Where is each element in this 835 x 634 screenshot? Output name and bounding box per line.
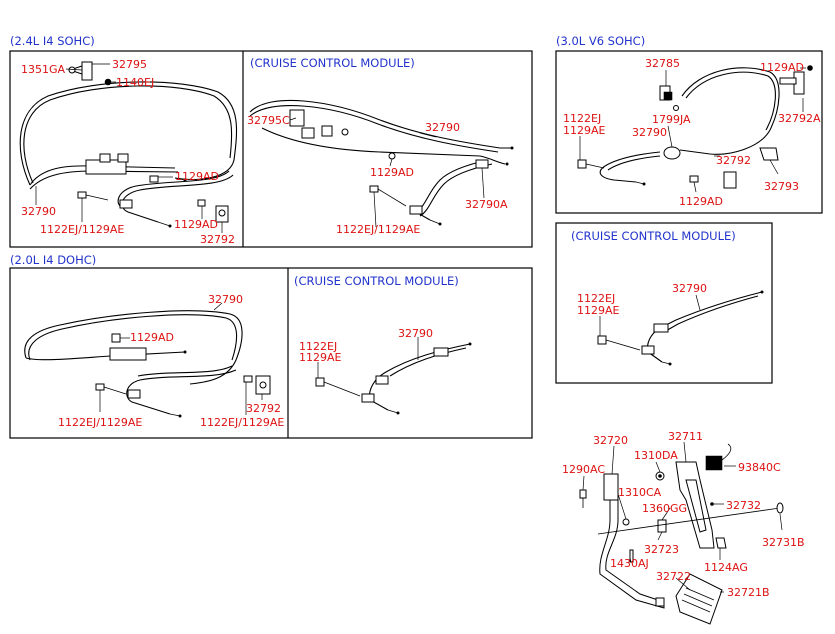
panel-2-4l-cruise-drawing bbox=[249, 99, 514, 226]
box-2-0l bbox=[9, 267, 533, 439]
label-32721b: 32721B bbox=[727, 586, 770, 599]
label-32720: 32720 bbox=[593, 434, 628, 447]
label-32792-e: 32792 bbox=[246, 402, 281, 415]
panel-2-0l-labels: 32790 1129AD 1122EJ/1129AE 32792 1122EJ/… bbox=[58, 293, 284, 429]
spring-32732 bbox=[597, 507, 781, 535]
label-1129ae-c: 1129AE bbox=[563, 124, 606, 137]
label-32793: 32793 bbox=[764, 180, 799, 193]
section-titles: (2.4L I4 SOHC) (CRUISE CONTROL MODULE) (… bbox=[10, 34, 736, 288]
label-1122ej-f: 1122EJ bbox=[299, 340, 337, 353]
panel-3-0l-leaders bbox=[579, 67, 806, 193]
section-boxes bbox=[9, 50, 823, 439]
label-32795c: 32795C bbox=[247, 114, 290, 127]
title-cruise-2-0l: (CRUISE CONTROL MODULE) bbox=[294, 274, 459, 288]
panel-2-4l-cruise-labels: 32795C 32790 1129AD 32790A 1122EJ/1129AE bbox=[247, 114, 508, 236]
label-1122ej-1129ae-e2: 1122EJ/1129AE bbox=[200, 416, 284, 429]
label-1799ja: 1799JA bbox=[652, 113, 691, 126]
label-32790: 32790 bbox=[21, 205, 56, 218]
label-1122ej-1129ae-b: 1122EJ/1129AE bbox=[336, 223, 420, 236]
panel-3-0l-cruise-labels: 32790 1122EJ 1129AE bbox=[577, 282, 707, 317]
pedal-assembly-drawing bbox=[579, 443, 784, 625]
throttle-cable-loop bbox=[19, 81, 238, 186]
label-1129ad-c: 1129AD bbox=[370, 166, 414, 179]
panel-3-0l-cruise-leaders bbox=[599, 294, 701, 336]
label-1122ej-d: 1122EJ bbox=[577, 292, 615, 305]
label-1129ad-b: 1129AD bbox=[174, 218, 218, 231]
label-32790-e: 32790 bbox=[208, 293, 243, 306]
label-32790-b: 32790 bbox=[425, 121, 460, 134]
cable-bracket-2-0l bbox=[109, 347, 147, 361]
pedal-pad-32721b bbox=[675, 573, 723, 625]
label-32792a: 32792A bbox=[778, 112, 821, 125]
label-32790-f: 32790 bbox=[398, 327, 433, 340]
label-32792: 32792 bbox=[200, 233, 235, 246]
label-1124ag: 1124AG bbox=[704, 561, 748, 574]
panel-2-4l-drawing bbox=[19, 61, 238, 228]
label-1290ac: 1290AC bbox=[562, 463, 605, 476]
panel-2-4l-cruise-leaders bbox=[289, 117, 485, 228]
box-3-0l bbox=[555, 50, 823, 214]
panel-3-0l-labels: 32785 1129AD 32792A 1122EJ 1129AE 1799JA… bbox=[563, 57, 821, 208]
switch-93840c bbox=[705, 455, 723, 471]
label-32790a: 32790A bbox=[465, 198, 508, 211]
label-1129ad-e: 1129AD bbox=[679, 195, 723, 208]
label-32795: 32795 bbox=[112, 58, 147, 71]
panel-2-0l-cruise-leaders bbox=[317, 337, 419, 378]
label-1129ad-f: 1129AD bbox=[130, 331, 174, 344]
panel-3-0l-cruise-drawing bbox=[597, 290, 764, 366]
label-1122ej-1129ae-e: 1122EJ/1129AE bbox=[58, 416, 142, 429]
box-3-0l-cruise bbox=[555, 222, 773, 384]
panel-3-0l-drawing bbox=[577, 65, 813, 189]
label-1351ga: 1351GA bbox=[21, 63, 66, 76]
throttle-cable-3-0l bbox=[679, 67, 780, 155]
label-32790-d: 32790 bbox=[672, 282, 707, 295]
panel-2-0l-leaders bbox=[99, 302, 263, 415]
panel-2-4l-labels: 1351GA 32795 1140EJ 1129AD 32790 1122EJ/… bbox=[21, 58, 235, 246]
label-32792-c: 32792 bbox=[716, 154, 751, 167]
label-1140ej: 1140EJ bbox=[116, 76, 154, 89]
label-1310da: 1310DA bbox=[634, 449, 678, 462]
label-1122ej-1129ae: 1122EJ/1129AE bbox=[40, 223, 124, 236]
label-32732: 32732 bbox=[726, 499, 761, 512]
label-1129ae-d: 1129AE bbox=[577, 304, 620, 317]
label-1129ad: 1129AD bbox=[175, 170, 219, 183]
panel-2-4l-leaders bbox=[35, 63, 223, 233]
label-1360gg: 1360GG bbox=[642, 502, 687, 515]
title-2-0l-dohc: (2.0L I4 DOHC) bbox=[10, 253, 96, 267]
stopper-32731b bbox=[776, 502, 784, 514]
label-32731b: 32731B bbox=[762, 536, 805, 549]
label-1430aj: 1430AJ bbox=[610, 557, 649, 570]
pedal-assembly-leaders bbox=[582, 441, 783, 593]
title-cruise-2-4l: (CRUISE CONTROL MODULE) bbox=[250, 56, 415, 70]
label-1122ej-c: 1122EJ bbox=[563, 112, 601, 125]
label-32723: 32723 bbox=[644, 543, 679, 556]
panel-2-0l-cruise-drawing bbox=[315, 342, 472, 415]
label-32711: 32711 bbox=[668, 430, 703, 443]
label-1129ae-f: 1129AE bbox=[299, 351, 342, 364]
clip-32795c bbox=[289, 109, 305, 127]
box-2-4l bbox=[9, 50, 533, 248]
label-32790-c: 32790 bbox=[632, 126, 667, 139]
cruise-cable-2-4l bbox=[249, 99, 512, 149]
clip-1799ja bbox=[663, 146, 681, 160]
cruise-cable-2-4l-lower bbox=[414, 159, 489, 221]
label-1129ad-d: 1129AD bbox=[760, 61, 804, 74]
label-32722: 32722 bbox=[656, 570, 691, 583]
throttle-cable-2-0l bbox=[24, 310, 243, 385]
label-32785: 32785 bbox=[645, 57, 680, 70]
title-2-4l-sohc: (2.4L I4 SOHC) bbox=[10, 34, 95, 48]
panel-2-0l-drawing bbox=[24, 310, 271, 418]
bracket-32793 bbox=[759, 147, 779, 161]
cable-end-bracket-32795 bbox=[81, 61, 93, 81]
panel-2-0l-cruise-labels: 1122EJ 1129AE 32790 bbox=[299, 327, 433, 364]
label-93840c: 93840C bbox=[738, 461, 781, 474]
title-cruise-3-0l: (CRUISE CONTROL MODULE) bbox=[571, 229, 736, 243]
label-1310ca: 1310CA bbox=[618, 486, 662, 499]
bracket-32720 bbox=[603, 473, 619, 501]
title-3-0l-v6-sohc: (3.0L V6 SOHC) bbox=[556, 34, 645, 48]
pedal-assembly-labels: 32720 32711 1310DA 1290AC 93840C 1310CA … bbox=[562, 430, 805, 599]
